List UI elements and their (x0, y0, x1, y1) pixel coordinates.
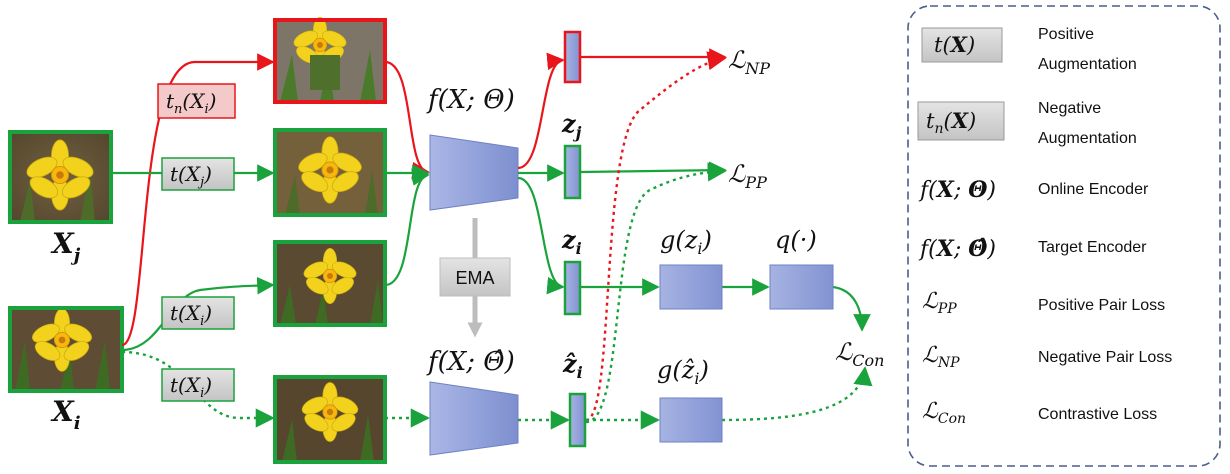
svg-text:ℒNP: ℒNP (922, 343, 960, 371)
svg-text:Negative: Negative (1038, 100, 1101, 117)
svg-text:t(X): t(X) (934, 32, 975, 57)
neg-aug-box: tn(Xi) (157, 83, 236, 119)
legend-online-encoder: f(X; Θ) Online Encoder (918, 177, 1149, 203)
svg-text:tn(X): tn(X) (926, 108, 976, 137)
svg-text:t(Xi): t(Xi) (170, 301, 212, 329)
svg-text:Negative Pair Loss: Negative Pair Loss (1038, 349, 1172, 366)
svg-text:tn(Xi): tn(Xi) (166, 89, 216, 117)
zi-label: zi (561, 225, 582, 258)
xj-label: Xj (50, 227, 81, 266)
q-label: q(·) (775, 226, 817, 254)
g-online-label: g(zi) (660, 226, 712, 258)
projector-online (659, 264, 723, 310)
svg-text:Positive: Positive (1038, 26, 1094, 43)
legend-con-loss: ℒCon Contrastive Loss (922, 399, 1157, 427)
svg-text:Target Encoder: Target Encoder (1038, 239, 1147, 256)
svg-text:Augmentation: Augmentation (1038, 130, 1137, 147)
pos-aug-image-j (273, 128, 387, 217)
target-encoder-label: f(X; Θ̂) (426, 347, 515, 377)
neg-aug-image (273, 16, 387, 104)
ema-box: EMA (439, 257, 511, 297)
legend-target-encoder: f(X; Θ̂) Target Encoder (918, 236, 1147, 262)
pos-aug-box-i: t(Xi) (161, 296, 235, 330)
loss-pp-label: ℒPP (728, 160, 767, 192)
legend-positive-aug: t(X) Positive Augmentation (921, 26, 1137, 73)
svg-text:ℒCon: ℒCon (922, 399, 966, 427)
svg-text:Positive Pair Loss: Positive Pair Loss (1038, 297, 1165, 314)
svg-text:Online Encoder: Online Encoder (1038, 181, 1149, 198)
svg-text:Contrastive Loss: Contrastive Loss (1038, 406, 1157, 423)
legend-pp-loss: ℒPP Positive Pair Loss (922, 289, 1165, 317)
pos-aug-image-i (273, 240, 387, 327)
online-encoder (429, 134, 519, 211)
zj-label: zj (561, 109, 582, 142)
svg-text:f(X; Θ): f(X; Θ) (918, 177, 996, 203)
svg-text:t(Xj): t(Xj) (170, 162, 212, 190)
embedding-neg (563, 30, 582, 84)
legend-np-loss: ℒNP Negative Pair Loss (922, 343, 1172, 371)
svg-text:f(X; Θ̂): f(X; Θ̂) (918, 236, 996, 262)
pos-aug-box-j: t(Xj) (161, 157, 235, 191)
g-target-label: g(ẑi) (657, 356, 709, 388)
svg-text:ℒPP: ℒPP (922, 289, 957, 317)
embedding-zi (563, 260, 582, 316)
embedding-zhat (568, 392, 587, 448)
online-encoder-label: f(X; Θ) (426, 85, 515, 115)
projector-target (659, 397, 723, 443)
input-image-xj (8, 130, 113, 224)
xi-label: Xi (50, 395, 81, 434)
target-encoder (429, 381, 519, 456)
predictor (769, 264, 834, 310)
loss-con-label: ℒCon (835, 338, 884, 370)
legend: t(X) Positive Augmentation tn(X) Negativ… (907, 5, 1221, 467)
svg-text:t(Xi): t(Xi) (170, 373, 212, 401)
svg-text:EMA: EMA (455, 268, 494, 288)
zhat-label: ẑi (562, 349, 583, 382)
svg-text:Augmentation: Augmentation (1038, 56, 1137, 73)
embedding-zj (563, 144, 582, 200)
input-image-xi (8, 306, 124, 393)
legend-negative-aug: tn(X) Negative Augmentation (917, 100, 1137, 147)
loss-np-label: ℒNP (728, 46, 770, 78)
target-aug-box-i: t(Xi) (161, 368, 235, 402)
target-aug-image-i (273, 375, 387, 464)
